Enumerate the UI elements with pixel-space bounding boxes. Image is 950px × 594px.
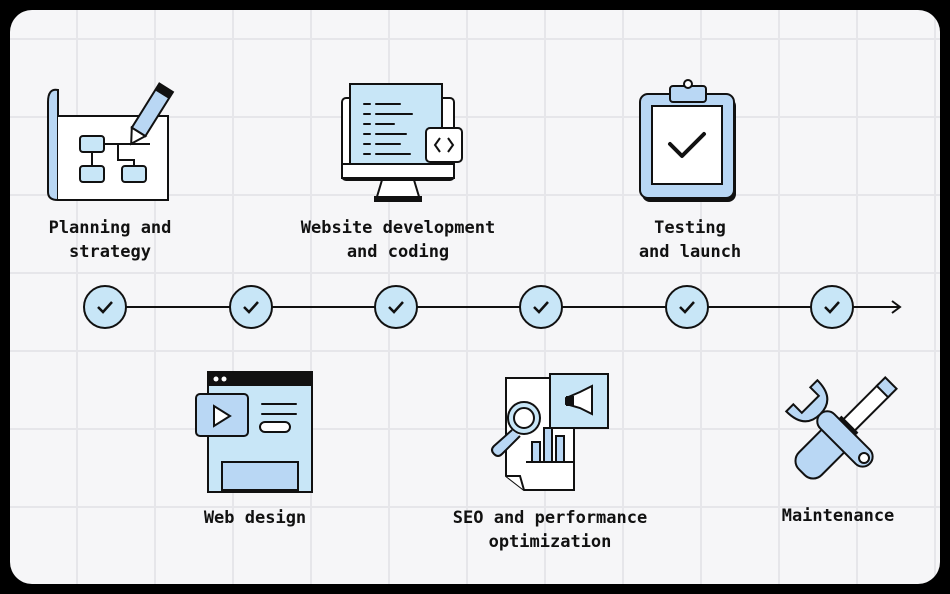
arrow-right-icon: [891, 300, 902, 314]
timeline-node-1: [83, 285, 127, 329]
check-icon: [533, 301, 549, 314]
check-icon: [388, 301, 404, 314]
step-label-seo: SEO and performance optimization: [452, 508, 648, 552]
step-label-planning: Planning and strategy: [48, 218, 172, 262]
monitor-code-icon: [341, 83, 463, 202]
blueprint-pencil-icon: [47, 82, 175, 202]
check-icon: [243, 301, 259, 314]
timeline-node-5: [665, 285, 709, 329]
step-label-development: Website development and coding: [300, 218, 496, 262]
timeline-node-4: [519, 285, 563, 329]
step-label-maintenance: Maintenance: [781, 506, 895, 526]
diagram-canvas: Planning and strategy Website developmen…: [10, 10, 940, 584]
check-icon: [97, 301, 113, 314]
web-layout-icon: [195, 371, 313, 493]
wrench-screwdriver-icon: [784, 376, 898, 480]
clipboard-check-icon: [639, 79, 736, 202]
check-icon: [679, 301, 695, 314]
timeline: [83, 285, 902, 329]
check-icon: [824, 301, 840, 314]
timeline-node-2: [229, 285, 273, 329]
timeline-node-6: [810, 285, 854, 329]
timeline-node-3: [374, 285, 418, 329]
step-label-web-design: Web design: [203, 508, 307, 528]
seo-report-megaphone-icon: [491, 373, 609, 491]
step-label-testing: Testing and launch: [638, 218, 742, 262]
